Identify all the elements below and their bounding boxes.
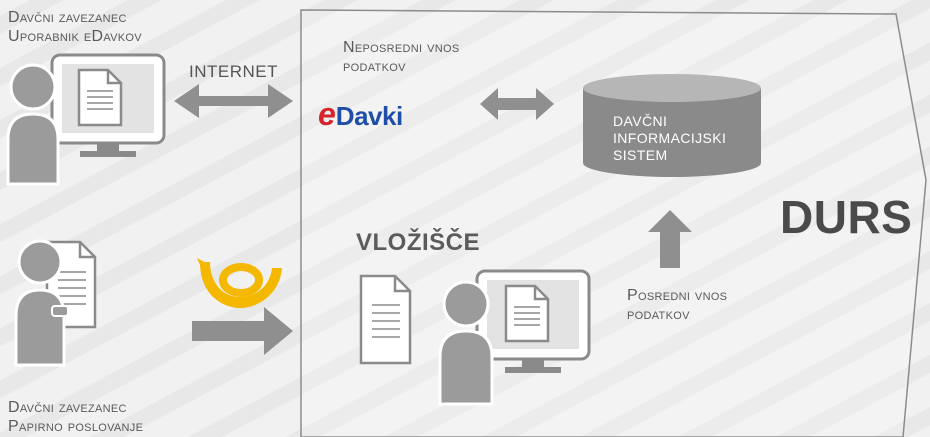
indirect-input-line2: podatkov	[627, 306, 690, 323]
edavki-logo-text: Davki	[335, 101, 403, 131]
document-icon	[77, 68, 123, 127]
direct-input-label: Neposredni vnos podatkov	[343, 38, 459, 76]
indirect-input-arrow	[648, 210, 692, 268]
indirect-input-line1: Posredni vnos	[627, 287, 728, 304]
durs-label: DURS	[780, 191, 913, 243]
database-label-line3: SISTEM	[613, 147, 668, 163]
mail-arrow	[192, 307, 293, 355]
edavki-logo-e: e	[318, 96, 336, 132]
durs-panel	[300, 9, 927, 437]
user-icon	[6, 63, 60, 186]
database-label-line2: INFORMACIJSKI	[613, 130, 727, 146]
edavki-logo: eDavki	[318, 96, 403, 133]
vlozisce-label: VLOŽIŠČE	[356, 229, 481, 256]
indirect-input-label: Posredni vnos podatkov	[627, 286, 727, 324]
database-cylinder-icon	[583, 74, 761, 177]
taxpayer-online-line1: Davčni zavezanec	[8, 9, 127, 26]
direct-input-line1: Neposredni vnos	[343, 39, 460, 56]
internet-double-arrow	[174, 84, 293, 118]
document-icon	[359, 274, 412, 365]
taxpayer-online-label: Davčni zavezanec Uporabnik eDavkov	[8, 8, 142, 46]
post-horn-icon	[197, 258, 282, 308]
taxpayer-paper-line1: Davčni zavezanec	[8, 399, 127, 416]
direct-input-line2: podatkov	[343, 58, 406, 75]
document-icon	[504, 284, 550, 343]
internet-label: INTERNET	[189, 62, 278, 81]
edavki-db-double-arrow	[480, 88, 554, 120]
database-label-line1: DAVČNI	[613, 113, 668, 129]
database-label: DAVČNI INFORMACIJSKI SISTEM	[613, 113, 726, 164]
taxpayer-paper-label: Davčni zavezanec Papirno poslovanje	[8, 398, 143, 436]
taxpayer-online-line2: Uporabnik eDavkov	[8, 28, 142, 45]
user-icon	[438, 280, 494, 406]
user-icon	[14, 239, 69, 367]
taxpayer-paper-line2: Papirno poslovanje	[8, 418, 144, 435]
